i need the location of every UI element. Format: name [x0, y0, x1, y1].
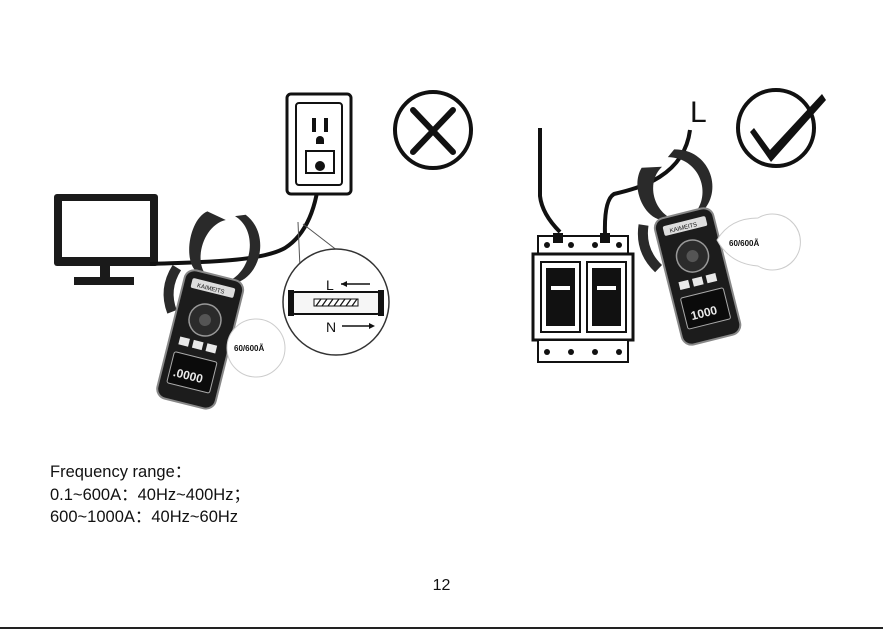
line-label: L	[690, 96, 707, 129]
wall-outlet-icon	[287, 94, 351, 194]
circuit-breaker-icon	[533, 233, 633, 362]
correct-usage-illustration: L	[533, 90, 826, 362]
range-callout-left: 60/600Ã	[227, 319, 285, 377]
zoom-label-l: L	[326, 277, 334, 293]
spec-line-2: 600~1000A：40Hz~60Hz	[50, 506, 250, 529]
spec-line-1: 0.1~600A：40Hz~400Hz；	[50, 484, 250, 507]
bottom-rule	[0, 627, 883, 629]
range-label-left: 60/600Ã	[234, 344, 264, 353]
neutral-wire	[540, 128, 560, 232]
range-callout-right: 60/600Ã	[717, 214, 800, 270]
wrong-usage-illustration: L N KAIMEITS .0000 60/600Ã	[54, 92, 471, 412]
zoom-label-n: N	[326, 319, 336, 335]
monitor-icon	[54, 194, 158, 285]
page-number: 12	[0, 577, 883, 595]
clamp-meter-left: KAIMEITS .0000	[143, 201, 268, 412]
frequency-spec: Frequency range： 0.1~600A：40Hz~400Hz； 60…	[50, 461, 250, 529]
illustration-area: L N KAIMEITS .0000 60/600Ã	[0, 0, 883, 440]
range-label-right: 60/600Ã	[729, 239, 759, 248]
check-mark-icon	[738, 90, 826, 166]
zoom-detail-circle: L N	[283, 249, 389, 355]
cross-mark-icon	[395, 92, 471, 168]
spec-title: Frequency range：	[50, 461, 250, 484]
